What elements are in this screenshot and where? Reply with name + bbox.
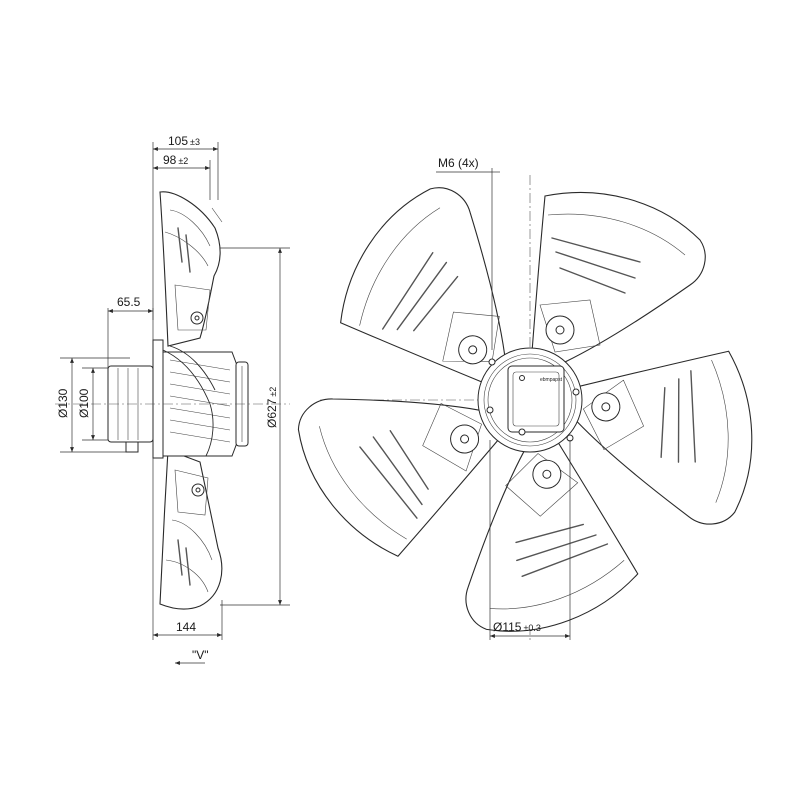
brand-logo: ebmpapst [540, 377, 563, 383]
blade [531, 191, 706, 363]
view-label-v: "V" [192, 648, 209, 662]
dim-width-144: 144 [176, 620, 196, 634]
impeller-blades [297, 187, 753, 632]
dim-thread-m6: M6 (4x) [438, 156, 479, 170]
blade [575, 350, 753, 525]
blade [340, 187, 506, 384]
side-view: 105±3 98±2 65.5 Ø130 Ø100 Ø627±2 144 "V" [55, 134, 290, 665]
dim-dia-627: Ø627±2 [265, 387, 279, 428]
side-blade-bottom [159, 449, 223, 610]
dim-dia-115: Ø115±0.3 [493, 620, 541, 634]
dim-depth-blade: 98±2 [163, 153, 188, 167]
dim-dia-130: Ø130 [56, 388, 70, 418]
front-view: ebmpapst M6 (4x) Ø115±0.3 [297, 156, 753, 640]
blade [297, 398, 501, 557]
dim-dia-100: Ø100 [77, 388, 91, 418]
dim-hub-offset: 65.5 [117, 295, 141, 309]
blade [465, 439, 639, 632]
terminal-box [507, 365, 565, 433]
dim-depth-overall: 105±3 [168, 134, 200, 148]
